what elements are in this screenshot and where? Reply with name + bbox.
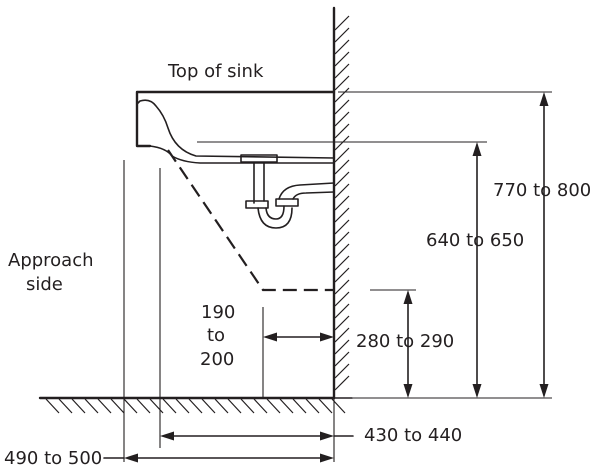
floor-hatch-stroke [266,398,281,414]
wall [332,6,350,400]
dim-430-arrow-right [320,431,334,441]
wall-hatch-stroke [334,351,350,367]
extension-lines [123,91,552,462]
wall-hatch-stroke [334,315,350,331]
floor-hatch-stroke [71,398,86,414]
floor-hatch-stroke [58,398,73,414]
dim-280-arrow-top [403,290,413,304]
label-200: 200 [200,349,234,370]
wall-hatch-stroke [334,267,350,283]
floor-hatch-stroke [279,398,294,414]
wall-hatch-stroke [334,231,350,247]
trap-tailpiece [253,162,265,204]
dimension-lines [103,92,549,463]
wall-hatch-pattern [334,15,350,391]
wall-hatch-stroke [334,339,350,355]
floor-hatch-stroke [84,398,99,414]
floor-hatch-stroke [149,398,164,414]
dim-640-arrow-top [472,142,482,156]
trap-nut-right [275,198,299,207]
wall-hatch-stroke [334,195,350,211]
wall-hatch-stroke [334,279,350,295]
floor-hatch-stroke [123,398,138,414]
floor-hatch-pattern [45,398,346,414]
wall-hatch-stroke [334,111,350,127]
wall-hatch-stroke [334,39,350,55]
sink-bowl-inner [136,99,335,159]
wall-hatch-stroke [334,63,350,79]
wall-hatch-stroke [334,327,350,343]
dim-490-arrow-left [124,453,138,463]
trap-arm-top [278,182,335,200]
wall-hatch-stroke [334,15,350,31]
dim-770-arrow-top [539,92,549,106]
wall-hatch-stroke [334,219,350,235]
wall-hatch-stroke [334,207,350,223]
wall-hatch-stroke [334,147,350,163]
label-430-to-440: 430 to 440 [364,425,462,446]
label-490-to-500: 490 to 500 [4,448,102,469]
floor-hatch-stroke [214,398,229,414]
wall-hatch-stroke [334,87,350,103]
label-770-to-800: 770 to 800 [493,180,591,201]
dim-640-arrow-bottom [472,384,482,398]
sink [135,90,336,292]
floor-hatch-stroke [305,398,320,414]
floor-hatch-stroke [292,398,307,414]
floor-hatch-stroke [201,398,216,414]
floor-hatch-stroke [97,398,112,414]
floor-hatch-stroke [227,398,242,414]
label-top-of-sink: Top of sink [167,61,264,82]
floor-hatch-stroke [253,398,268,414]
floor-hatch-stroke [110,398,125,414]
trap-flange [240,154,278,163]
label-280-to-290: 280 to 290 [356,331,454,352]
floor-hatch-stroke [162,398,177,414]
wall-hatch-stroke [334,135,350,151]
floor-hatch-stroke [136,398,151,414]
wall-hatch-stroke [334,291,350,307]
wall-hatch-stroke [334,51,350,67]
wall-hatch-stroke [334,363,350,379]
wall-hatch-stroke [334,99,350,115]
labels: Top of sink Approach side 190 to 200 280… [4,61,591,469]
dim-490-arrow-right [320,453,334,463]
floor [38,396,353,414]
floor-hatch-stroke [318,398,333,414]
label-side: side [26,274,63,295]
dim-430-arrow-left [160,431,174,441]
trap [240,154,335,229]
dim-770-arrow-bottom [539,384,549,398]
wall-hatch-stroke [334,243,350,259]
label-640-to-650: 640 to 650 [426,230,524,251]
floor-hatch-stroke [240,398,255,414]
trap-bend-inner [265,205,285,220]
dim-280-arrow-bottom [403,384,413,398]
label-190: 190 [201,302,235,323]
wall-hatch-stroke [334,123,350,139]
label-approach: Approach [8,250,94,271]
wall-hatch-stroke [334,255,350,271]
trap-nut-left [245,200,269,209]
floor-hatch-stroke [45,398,60,414]
wall-hatch-stroke [334,159,350,175]
knee-clearance-dashed-line [167,149,334,292]
dim-190-arrow-right [320,332,334,342]
wall-hatch-stroke [334,375,350,391]
wall-hatch-stroke [334,27,350,43]
label-190-to: to [207,325,225,346]
trap-bend-outer [257,207,293,229]
dim-190-arrow-left [263,332,277,342]
wall-hatch-stroke [334,303,350,319]
wall-hatch-stroke [334,183,350,199]
wall-hatch-stroke [334,75,350,91]
trap-arm-bottom [292,191,335,200]
floor-hatch-stroke [188,398,203,414]
sink-rim-outline [135,90,336,148]
wall-hatch-stroke [334,171,350,187]
floor-hatch-stroke [175,398,190,414]
